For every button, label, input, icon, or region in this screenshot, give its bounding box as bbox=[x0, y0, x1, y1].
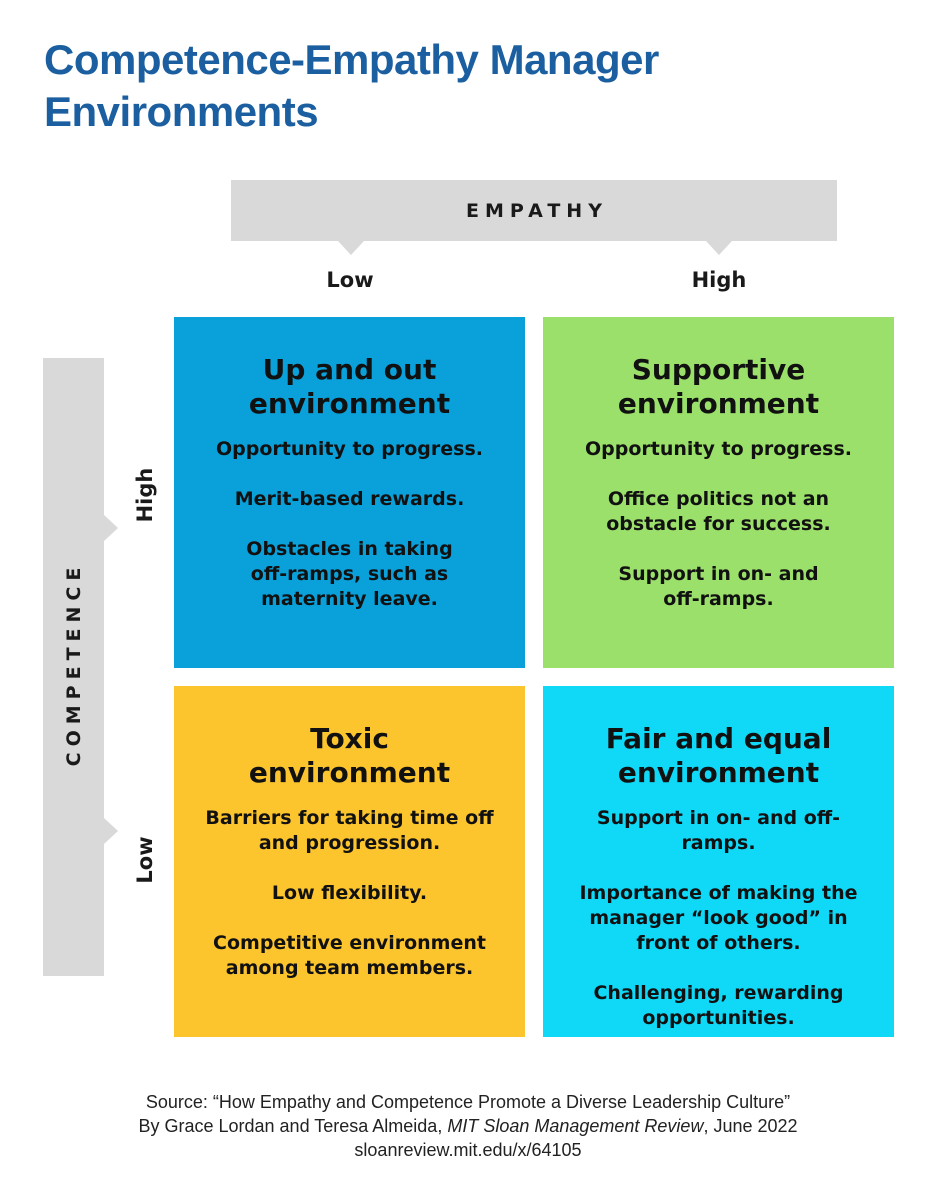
item-line: maternity leave. bbox=[261, 588, 438, 610]
source-line-1: Source: “How Empathy and Competence Prom… bbox=[145, 1092, 791, 1112]
item-line: Merit-based rewards. bbox=[234, 488, 465, 510]
quadrant-title: Toxic environment bbox=[196, 722, 503, 790]
item-line: Office politics not an bbox=[607, 488, 830, 510]
source-publication: MIT Sloan Management Review bbox=[447, 1116, 704, 1136]
competence-low-label: Low bbox=[133, 836, 157, 884]
quadrant-title: Up and out environment bbox=[196, 353, 503, 421]
quadrant-title-line: Up and out bbox=[262, 353, 437, 386]
quadrant-title: Fair and equal environment bbox=[565, 722, 872, 790]
empathy-axis-label: EMPATHY bbox=[466, 199, 608, 222]
quadrant-title-line: environment bbox=[248, 387, 451, 420]
item-line: Barriers for taking time off bbox=[205, 807, 494, 829]
quadrant-item: Support in on- and off-ramps. bbox=[565, 562, 872, 612]
quadrant-item: Opportunity to progress. bbox=[196, 437, 503, 462]
item-line: Competitive environment bbox=[213, 932, 486, 954]
quadrant-fair-and-equal: Fair and equal environment Support in on… bbox=[543, 686, 894, 1037]
quadrant-title-line: environment bbox=[248, 756, 451, 789]
quadrant-title-line: Supportive bbox=[631, 353, 806, 386]
competence-high-pointer bbox=[104, 515, 118, 541]
item-line: manager “look good” in bbox=[589, 907, 848, 929]
competence-axis-bar: COMPETENCE bbox=[43, 358, 104, 976]
quadrant-item: Importance of making the manager “look g… bbox=[565, 881, 872, 956]
item-line: Obstacles in taking bbox=[246, 538, 453, 560]
item-line: and progression. bbox=[258, 832, 441, 854]
item-line: among team members. bbox=[225, 957, 474, 979]
quadrant-title: Supportive environment bbox=[565, 353, 872, 421]
empathy-low-pointer bbox=[338, 241, 364, 255]
competence-low-pointer bbox=[104, 818, 118, 844]
quadrant-item: Support in on- and off-ramps. bbox=[565, 806, 872, 856]
item-line: Opportunity to progress. bbox=[216, 438, 483, 460]
quadrant-item: Opportunity to progress. bbox=[565, 437, 872, 462]
empathy-high-pointer bbox=[706, 241, 732, 255]
item-line: Low flexibility. bbox=[271, 882, 428, 904]
quadrant-item: Obstacles in taking off-ramps, such as m… bbox=[196, 537, 503, 612]
item-line: Support in on- and bbox=[618, 563, 819, 585]
source-citation: Source: “How Empathy and Competence Prom… bbox=[0, 1090, 936, 1162]
quadrant-supportive: Supportive environment Opportunity to pr… bbox=[543, 317, 894, 668]
quadrant-item: Low flexibility. bbox=[196, 881, 503, 906]
quadrant-title-line: environment bbox=[617, 756, 820, 789]
item-line: Opportunity to progress. bbox=[585, 438, 852, 460]
item-line: front of others. bbox=[636, 932, 801, 954]
item-line: off-ramps, such as bbox=[250, 563, 449, 585]
quadrant-item: Competitive environment among team membe… bbox=[196, 931, 503, 981]
quadrant-item: Merit-based rewards. bbox=[196, 487, 503, 512]
item-line: off-ramps. bbox=[663, 588, 774, 610]
item-line: Support in on- and off-ramps. bbox=[596, 807, 841, 854]
quadrant-title-line: Toxic bbox=[310, 722, 389, 755]
empathy-low-label: Low bbox=[326, 268, 374, 292]
empathy-high-label: High bbox=[691, 268, 747, 292]
quadrant-title-line: environment bbox=[617, 387, 820, 420]
source-authors: By Grace Lordan and Teresa Almeida, bbox=[138, 1116, 448, 1136]
title-line-2: Environments bbox=[44, 88, 319, 135]
quadrant-item: Office politics not an obstacle for succ… bbox=[565, 487, 872, 537]
source-url[interactable]: sloanreview.mit.edu/x/64105 bbox=[354, 1140, 582, 1160]
quadrant-title-line: Fair and equal bbox=[605, 722, 832, 755]
quadrant-up-and-out: Up and out environment Opportunity to pr… bbox=[174, 317, 525, 668]
item-line: Challenging, rewarding bbox=[593, 982, 844, 1004]
page-title: Competence-Empathy Manager Environments bbox=[44, 34, 904, 138]
source-line-2: By Grace Lordan and Teresa Almeida, MIT … bbox=[0, 1114, 936, 1138]
source-date: , June 2022 bbox=[703, 1116, 798, 1136]
item-line: Importance of making the bbox=[579, 882, 858, 904]
item-line: opportunities. bbox=[642, 1007, 795, 1029]
quadrant-item: Challenging, rewarding opportunities. bbox=[565, 981, 872, 1031]
item-line: obstacle for success. bbox=[606, 513, 831, 535]
title-line-1: Competence-Empathy Manager bbox=[44, 36, 659, 83]
competence-high-label: High bbox=[133, 467, 157, 523]
quadrant-item: Barriers for taking time off and progres… bbox=[196, 806, 503, 856]
competence-axis-label: COMPETENCE bbox=[62, 561, 85, 767]
quadrant-toxic: Toxic environment Barriers for taking ti… bbox=[174, 686, 525, 1037]
empathy-axis-bar: EMPATHY bbox=[231, 180, 837, 241]
